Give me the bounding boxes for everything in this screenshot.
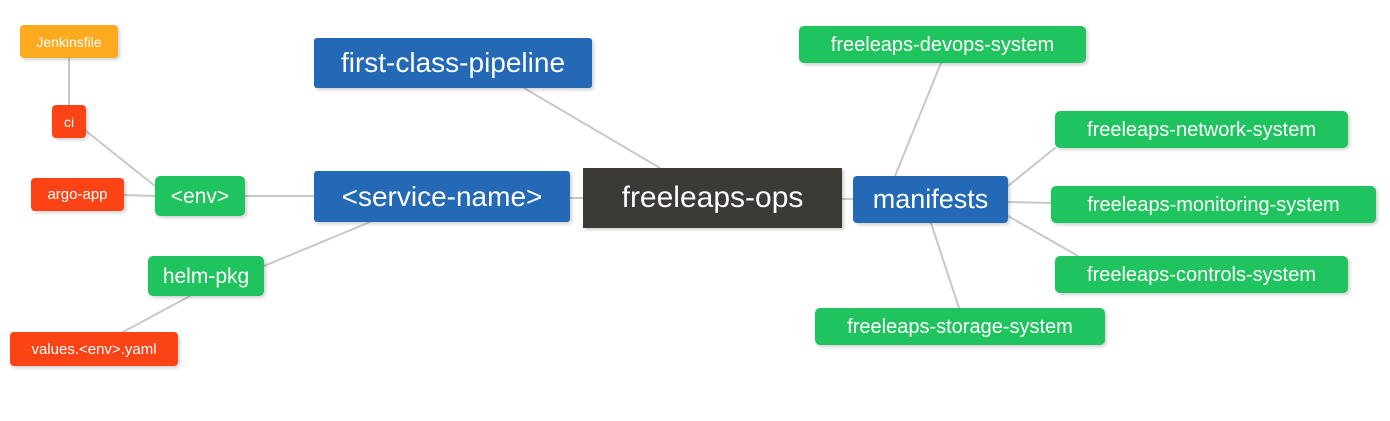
edge-helm-pkg-to-service-name xyxy=(263,221,371,267)
edge-manifests-to-freeleaps-storage-system xyxy=(930,222,960,309)
node-freeleaps-ops[interactable]: freeleaps-ops xyxy=(583,168,842,228)
node-service-name[interactable]: <service-name> xyxy=(314,171,570,222)
node-label-freeleaps-devops-system: freeleaps-devops-system xyxy=(830,33,1055,56)
edge-manifests-to-freeleaps-devops-system xyxy=(894,62,942,177)
node-label-first-class-pipeline: first-class-pipeline xyxy=(340,47,566,78)
node-label-manifests: manifests xyxy=(872,184,989,214)
node-manifests[interactable]: manifests xyxy=(853,176,1008,223)
node-first-class-pipeline[interactable]: first-class-pipeline xyxy=(314,38,592,88)
node-freeleaps-network-system[interactable]: freeleaps-network-system xyxy=(1055,111,1348,148)
edge-ci-to-env xyxy=(85,130,156,187)
edge-manifests-to-freeleaps-controls-system xyxy=(1007,215,1079,257)
node-freeleaps-controls-system[interactable]: freeleaps-controls-system xyxy=(1055,256,1348,293)
node-label-freeleaps-storage-system: freeleaps-storage-system xyxy=(847,315,1073,338)
edge-argo-app-to-env xyxy=(123,194,156,197)
node-label-freeleaps-monitoring-system: freeleaps-monitoring-system xyxy=(1087,193,1340,216)
node-env[interactable]: <env> xyxy=(155,176,245,216)
node-ci[interactable]: ci xyxy=(52,105,86,138)
node-label-ci: ci xyxy=(63,113,75,130)
node-argo-app[interactable]: argo-app xyxy=(31,178,124,211)
node-freeleaps-monitoring-system[interactable]: freeleaps-monitoring-system xyxy=(1051,186,1376,223)
node-label-values-yaml: values.<env>.yaml xyxy=(31,340,157,358)
node-label-jenkinsfile: Jenkinsfile xyxy=(36,33,102,50)
node-freeleaps-devops-system[interactable]: freeleaps-devops-system xyxy=(799,26,1086,63)
edge-values-yaml-to-helm-pkg xyxy=(122,295,191,333)
node-freeleaps-storage-system[interactable]: freeleaps-storage-system xyxy=(815,308,1105,345)
node-label-argo-app: argo-app xyxy=(47,186,108,203)
node-label-env: <env> xyxy=(170,184,230,208)
node-label-service-name: <service-name> xyxy=(341,180,543,212)
node-label-helm-pkg: helm-pkg xyxy=(162,264,250,288)
node-values-yaml[interactable]: values.<env>.yaml xyxy=(10,332,178,366)
node-helm-pkg[interactable]: helm-pkg xyxy=(148,256,264,296)
edge-manifests-to-freeleaps-network-system xyxy=(1007,147,1056,187)
node-label-freeleaps-ops: freeleaps-ops xyxy=(621,181,804,214)
node-label-freeleaps-network-system: freeleaps-network-system xyxy=(1087,118,1316,141)
edge-manifests-to-freeleaps-monitoring-system xyxy=(1007,201,1052,204)
node-label-freeleaps-controls-system: freeleaps-controls-system xyxy=(1087,263,1316,286)
node-jenkinsfile[interactable]: Jenkinsfile xyxy=(20,25,118,58)
edge-first-class-pipeline-to-freeleaps-ops xyxy=(523,87,661,169)
